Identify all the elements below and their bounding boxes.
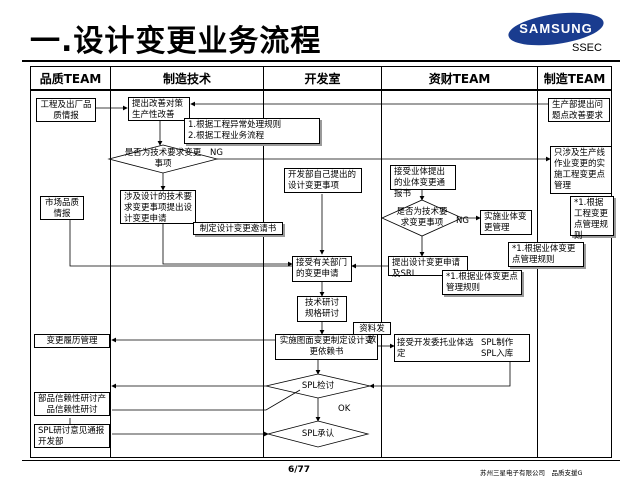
prod-issue-box: 生产部提出问题点改善要求 [548, 98, 610, 122]
ng-label: NG [210, 148, 223, 158]
data-issue-note: 资料发放 [353, 322, 391, 345]
title-rule [22, 60, 620, 62]
outsource-label: 接受开发委托业体选定 [397, 338, 474, 359]
dev-propose-box: 开发部自己提出的设计变更事项 [284, 168, 362, 193]
ng-label-2: NG [456, 216, 469, 226]
implement-box: 实施图面变更制定设计变更依赖书 [275, 334, 378, 360]
prod-rule-note: *1.根据工程变更点管理规则 [570, 196, 614, 241]
lane-header-mfg: 制造TEAM [538, 67, 611, 91]
footer-rule [22, 460, 620, 461]
lane-header-quality: 品质TEAM [31, 67, 110, 91]
lane-divider [381, 66, 382, 458]
outsource-group: 接受开发委托业体选定 SPL制作SPL入库 [394, 334, 530, 362]
supplier-rule-note: *1.根据业体变更点管理规则 [508, 242, 584, 267]
market-quality-box: 市场品质情报 [40, 196, 84, 220]
supplier-change-box: 接受业体提出的业体变更通报书 [390, 165, 456, 199]
decision-diamond [266, 420, 370, 448]
lane-header-materials: 资财TEAM [382, 67, 537, 91]
propose-change-box: 提出改善对策生产性改善 [128, 97, 190, 121]
page-title: 一.设计变更业务流程 [30, 24, 322, 59]
accept-request-box: 接受有关部门的变更申请 [292, 256, 352, 282]
design-form-note: 制定设计变更邀请书 [193, 222, 283, 235]
swimlane-frame [30, 66, 612, 458]
lane-divider [263, 66, 264, 458]
spl-approve-label: SPL承认 [301, 429, 335, 439]
lane-header-mfg-tech: 制造技术 [111, 67, 263, 91]
page-number: 6/77 [288, 465, 311, 475]
supplier-rule-note-2: *1.根据业体变更点管理规则 [442, 270, 522, 295]
spl-review-label: SPL检讨 [301, 381, 335, 391]
footer-company: 苏州三星电子有限公司 品质支援G [480, 469, 583, 477]
spl-make-label: SPL制作SPL入库 [481, 338, 514, 359]
logo-sub: SSEC [572, 42, 602, 54]
logo-brand: SAMSUNG [519, 21, 593, 36]
supplier-decision-label: 是否为技术要求变更事项 [396, 207, 448, 228]
quality-info-box: 工程及出厂品质情报 [36, 98, 96, 122]
prod-change-box: 只涉及生产线作业变更的实施工程变更点管理 [550, 146, 612, 194]
design-related-box: 涉及设计的技术要求变更事项提出设计变更申请 [120, 190, 196, 224]
rules-note: 1.根据工程异常处理规则 2.根据工程业务流程 [184, 118, 320, 144]
review-box: 技术研讨规格研讨 [297, 296, 347, 322]
ok-label: OK [338, 404, 351, 414]
tech-change-decision-label: 是否为技术要求变更事项 [124, 148, 202, 169]
lane-divider [110, 66, 111, 458]
reliability-box: 部品信赖性研讨产品信赖性研讨 [34, 392, 110, 416]
impl-supplier-box: 实施业体变更管理 [480, 210, 532, 235]
spl-notice-box: SPL研讨意见通报开发部 [34, 424, 110, 448]
lane-header-dev: 开发室 [264, 67, 381, 91]
change-history-box: 变更履历管理 [34, 334, 110, 348]
